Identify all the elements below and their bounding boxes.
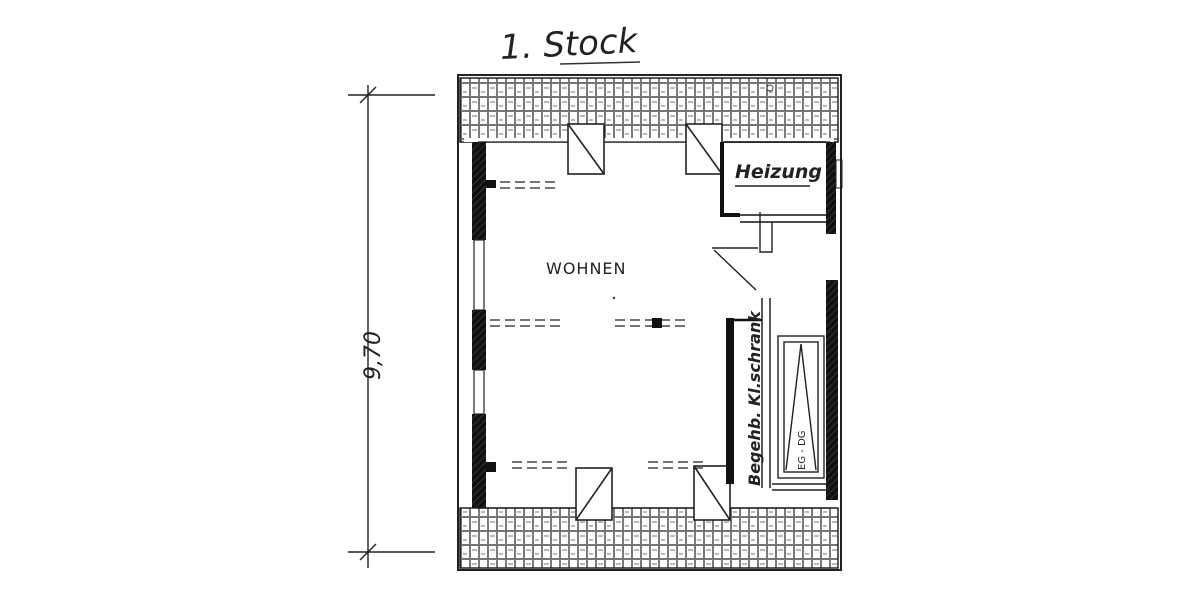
skylights <box>567 123 731 521</box>
right-wall <box>826 142 843 500</box>
left-wall <box>472 142 496 508</box>
closet-walls <box>726 298 771 488</box>
stairwell <box>772 335 830 491</box>
beam-lines <box>490 181 705 469</box>
center-post <box>652 318 662 328</box>
room-label-closet: Begehb. Kl.schrank <box>745 310 764 486</box>
title-underline <box>559 61 641 65</box>
room-label-living: WOHNEN <box>546 259 627 278</box>
roof-tiles-bottom <box>459 507 839 569</box>
door-swing <box>712 212 773 291</box>
room-label-stair: EG - DG <box>797 431 808 470</box>
dimension-line <box>348 85 435 568</box>
plan-outline <box>457 74 842 571</box>
roof-tiles-top <box>459 77 839 143</box>
dimension-label: 9,70 <box>361 331 386 380</box>
plan-title: 1. Stock <box>499 21 640 68</box>
heating-room-walls <box>720 141 826 223</box>
room-label-heating: Heizung <box>735 161 822 183</box>
